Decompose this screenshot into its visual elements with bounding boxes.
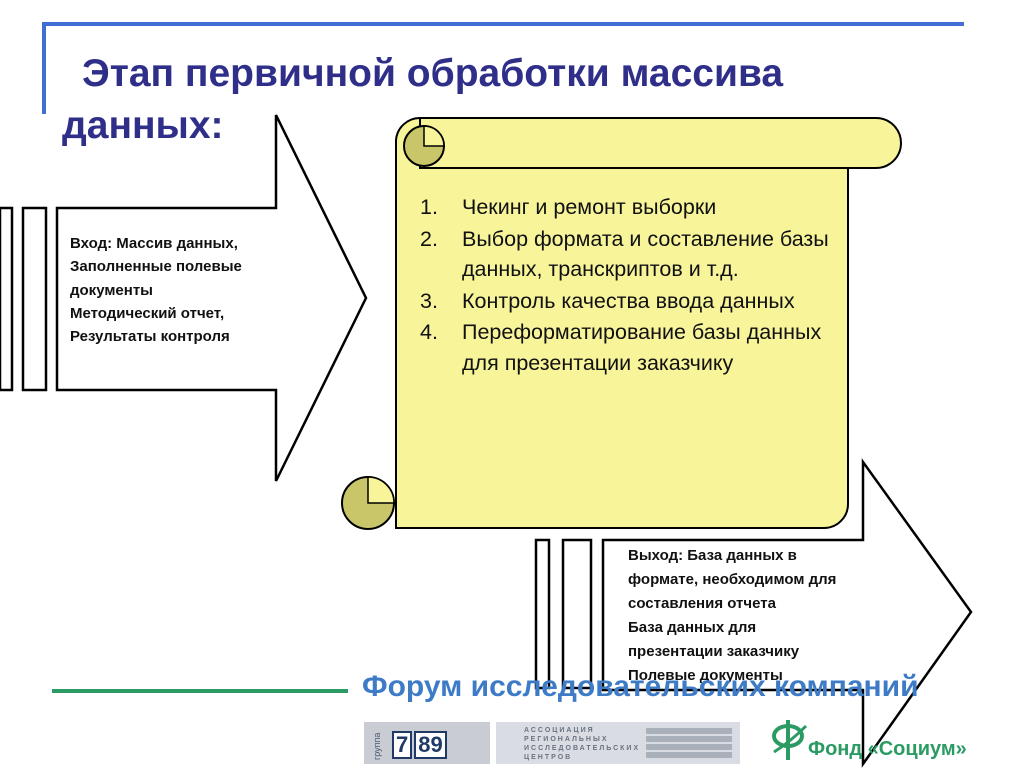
footer-rule xyxy=(52,689,348,693)
process-step: 1. Чекинг и ремонт выборки xyxy=(420,192,840,223)
input-line: Заполненные полевые xyxy=(70,258,242,276)
process-steps-list: 1. Чекинг и ремонт выборки 2. Выбор форм… xyxy=(420,192,840,379)
output-line: База данных для xyxy=(628,619,757,636)
input-line: документы xyxy=(70,281,153,299)
frame-top-rule xyxy=(42,22,964,26)
association-logo: АССОЦИАЦИЯ РЕГИОНАЛЬНЫХ ИССЛЕДОВАТЕЛЬСКИ… xyxy=(496,722,740,764)
input-line: Результаты контроля xyxy=(70,328,230,346)
output-description: Выход: База данных в формате, необходимо… xyxy=(628,544,928,688)
input-line: Методический отчет, xyxy=(70,304,225,322)
output-line: составления отчета xyxy=(628,595,776,612)
step-number: 4. xyxy=(420,320,438,344)
step-text: Контроль качества ввода данных xyxy=(462,288,795,313)
scroll-body xyxy=(395,116,849,529)
step-number: 1. xyxy=(420,195,438,219)
process-step: 4. Переформатирование базы данных для пр… xyxy=(420,317,840,378)
association-line: ИССЛЕДОВАТЕЛЬСКИХ xyxy=(524,745,641,752)
page-title-line-1: Этап первичной обработки массива xyxy=(82,52,784,95)
scroll-top-roll xyxy=(419,117,902,169)
input-arrow-stripe-2 xyxy=(21,206,48,392)
process-scroll xyxy=(341,116,902,530)
group-label: группа xyxy=(372,732,382,760)
output-arrow-stripe-1 xyxy=(534,538,551,690)
step-text: Выбор формата и составление базы данных,… xyxy=(462,226,829,282)
association-line: РЕГИОНАЛЬНЫХ xyxy=(524,736,609,743)
association-line: ЦЕНТРОВ xyxy=(524,754,573,761)
step-number: 2. xyxy=(420,226,438,251)
output-arrow-stripe-2 xyxy=(561,538,593,690)
association-text: АССОЦИАЦИЯ РЕГИОНАЛЬНЫХ ИССЛЕДОВАТЕЛЬСКИ… xyxy=(524,726,640,762)
step-number: 3. xyxy=(420,288,438,313)
input-arrow-stripe-1 xyxy=(0,206,14,392)
page-title: Этап первичной обработки массива данных: xyxy=(62,48,922,152)
forum-title: Форум исследовательских компаний xyxy=(362,670,919,703)
page-title-line-2: данных: xyxy=(62,104,224,147)
frame-left-rule xyxy=(42,22,46,114)
association-line: АССОЦИАЦИЯ xyxy=(524,727,595,734)
output-line: формате, необходимом для xyxy=(628,571,837,588)
socium-icon xyxy=(772,720,808,760)
input-line: Вход: Массив данных, xyxy=(70,235,238,252)
output-line: Полевые документы xyxy=(628,667,783,684)
input-arrow xyxy=(55,114,368,482)
step-text: Чекинг и ремонт выборки xyxy=(462,195,717,219)
socium-fund-label: Фонд «Социум» xyxy=(808,738,967,760)
output-line: Выход: База данных в xyxy=(628,547,797,564)
group-number-digits: 89 xyxy=(414,731,447,759)
association-grid-pattern xyxy=(646,728,732,758)
output-line: презентации заказчику xyxy=(628,643,800,660)
step-text: Переформатирование базы данных для презе… xyxy=(462,320,822,375)
process-step: 2. Выбор формата и составление базы данн… xyxy=(420,224,840,285)
process-step: 3. Контроль качества ввода данных xyxy=(420,286,840,317)
group-number-digit: 7 xyxy=(392,731,413,759)
input-description: Вход: Массив данных, Заполненные полевые… xyxy=(70,232,320,348)
output-arrow xyxy=(601,458,973,768)
